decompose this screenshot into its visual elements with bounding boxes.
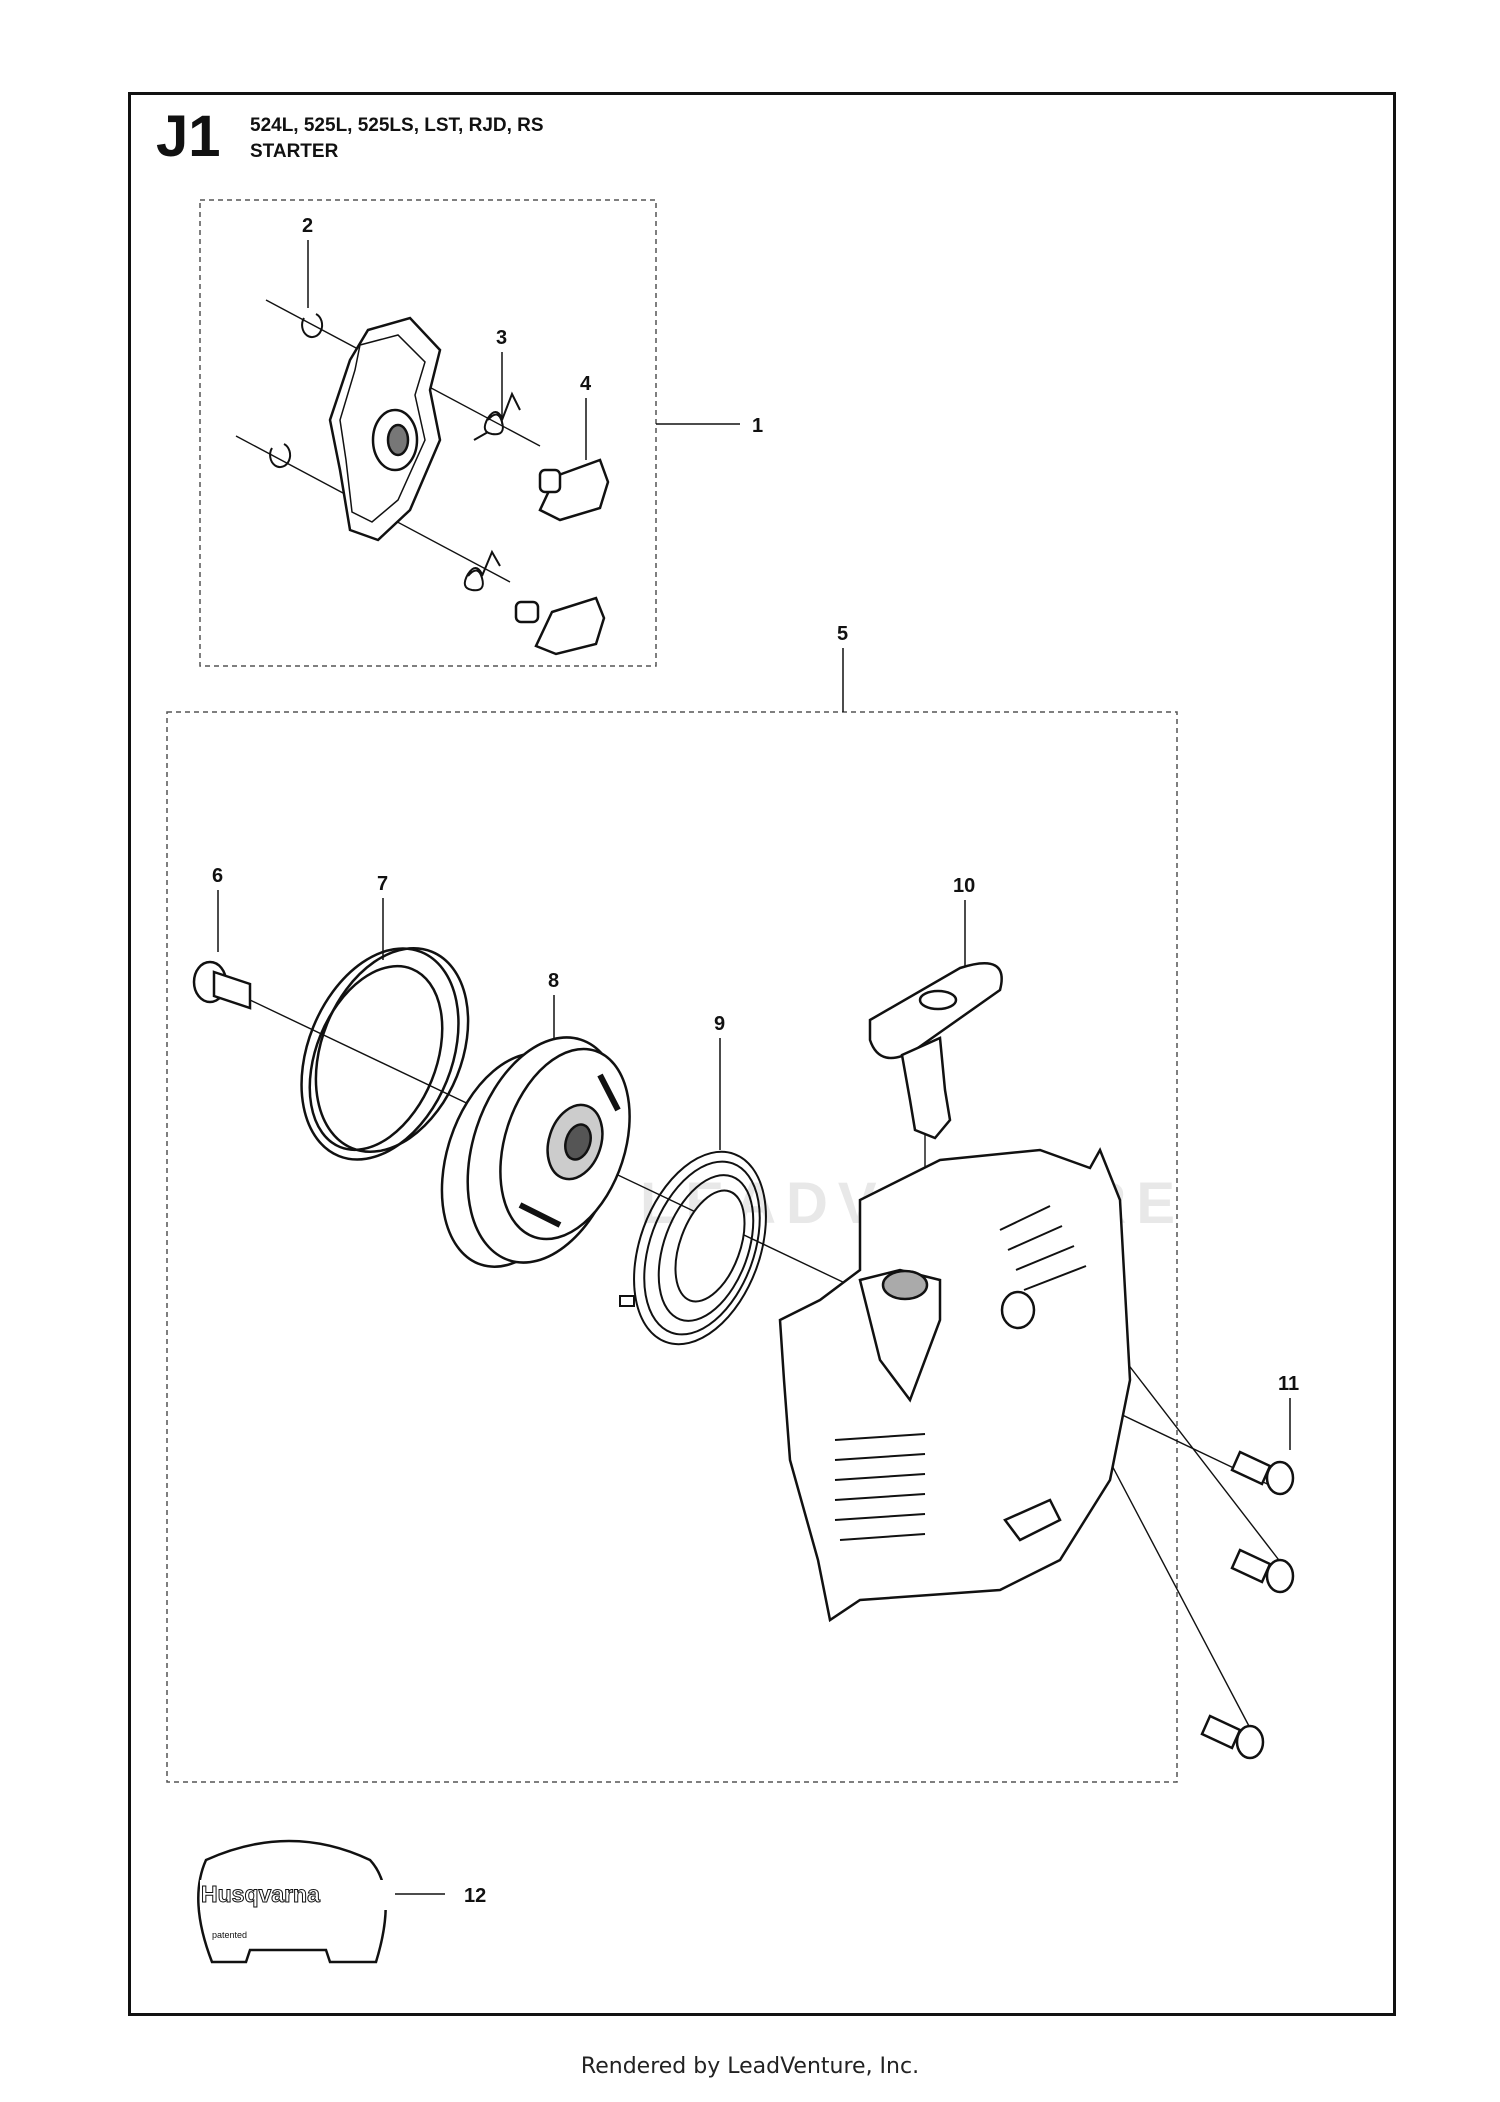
callout-7: 7 xyxy=(377,873,388,895)
starter-housing-part xyxy=(778,1147,1132,1623)
recoil-spring-part xyxy=(619,1150,767,1346)
sheet-title: STARTER xyxy=(250,141,339,162)
pawl-carrier-part xyxy=(328,316,442,542)
circlip-part xyxy=(269,313,324,469)
callout-5: 5 xyxy=(837,623,848,645)
callout-2: 2 xyxy=(302,215,313,237)
callout-10: 10 xyxy=(953,875,975,897)
callout-6: 6 xyxy=(212,865,223,887)
callout-3: 3 xyxy=(496,327,507,349)
starter-handle-part xyxy=(868,962,1003,1140)
callout-labels: 1 2 3 4 5 6 7 8 9 10 11 12 xyxy=(212,215,1299,1907)
kit-box-5 xyxy=(166,711,1178,1783)
footer-credit: Rendered by LeadVenture, Inc. xyxy=(580,2054,920,2079)
housing-screw-part xyxy=(1200,1450,1295,1760)
pawl-part xyxy=(514,458,610,656)
callout-11: 11 xyxy=(1278,1373,1299,1395)
sheet-code: J1 xyxy=(156,104,221,169)
center-screw-part xyxy=(192,960,252,1010)
sheet-models: 524L, 525L, 525LS, LST, RJD, RS xyxy=(250,115,544,136)
kit-box-1 xyxy=(199,199,657,667)
decal-small-text: patented xyxy=(212,1930,247,1940)
callout-1: 1 xyxy=(752,415,763,437)
diagram-frame xyxy=(128,92,1396,2016)
ring-part xyxy=(300,947,470,1161)
decal-brand: Husqvarna xyxy=(201,1881,320,1907)
callout-8: 8 xyxy=(548,970,559,992)
callout-4: 4 xyxy=(580,373,592,395)
spring-part xyxy=(463,391,521,592)
decal-part: Husqvarna patented xyxy=(197,1839,388,1964)
rope-pulley-part xyxy=(440,1036,631,1268)
callout-9: 9 xyxy=(714,1013,725,1035)
callout-12: 12 xyxy=(464,1885,486,1907)
